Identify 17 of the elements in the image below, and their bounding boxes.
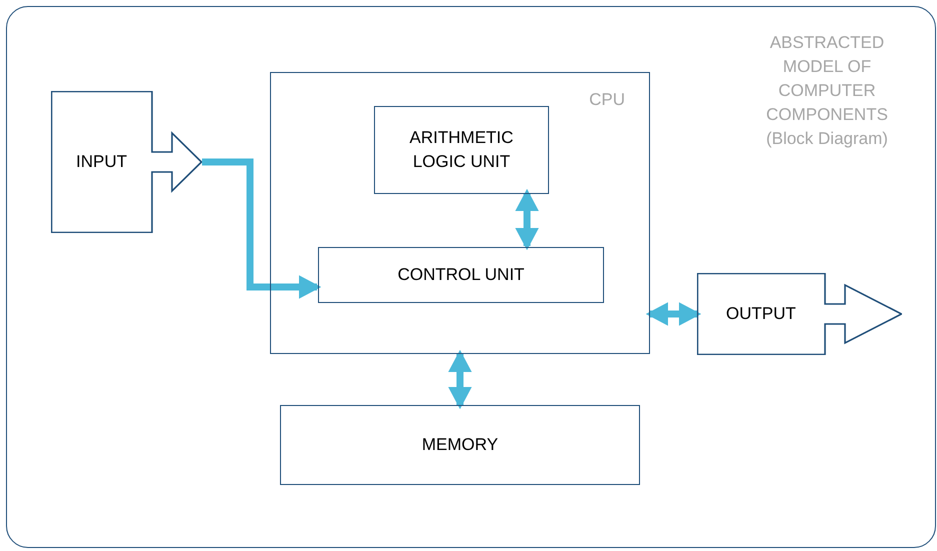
process-box bbox=[280, 405, 640, 485]
node-label: CONTROL UNIT bbox=[396, 264, 526, 286]
container-box bbox=[270, 72, 650, 354]
arrow bbox=[646, 302, 702, 326]
node-label: OUTPUT bbox=[726, 303, 796, 326]
arrow bbox=[202, 158, 322, 299]
process-box bbox=[318, 247, 604, 303]
node-label: ARITHMETIC LOGIC UNIT bbox=[408, 127, 514, 173]
node-label: INPUT bbox=[76, 151, 127, 174]
arrow bbox=[515, 188, 539, 250]
diagram-title: ABSTRACTED MODEL OF COMPUTER COMPONENTS (Block Diagram) bbox=[765, 32, 889, 150]
node-label: MEMORY bbox=[420, 434, 500, 456]
container-label: CPU bbox=[589, 89, 625, 111]
arrow bbox=[448, 350, 472, 410]
arrow-shaped-box bbox=[51, 91, 202, 233]
arrow-shaped-box bbox=[697, 273, 902, 355]
process-box bbox=[374, 106, 549, 194]
